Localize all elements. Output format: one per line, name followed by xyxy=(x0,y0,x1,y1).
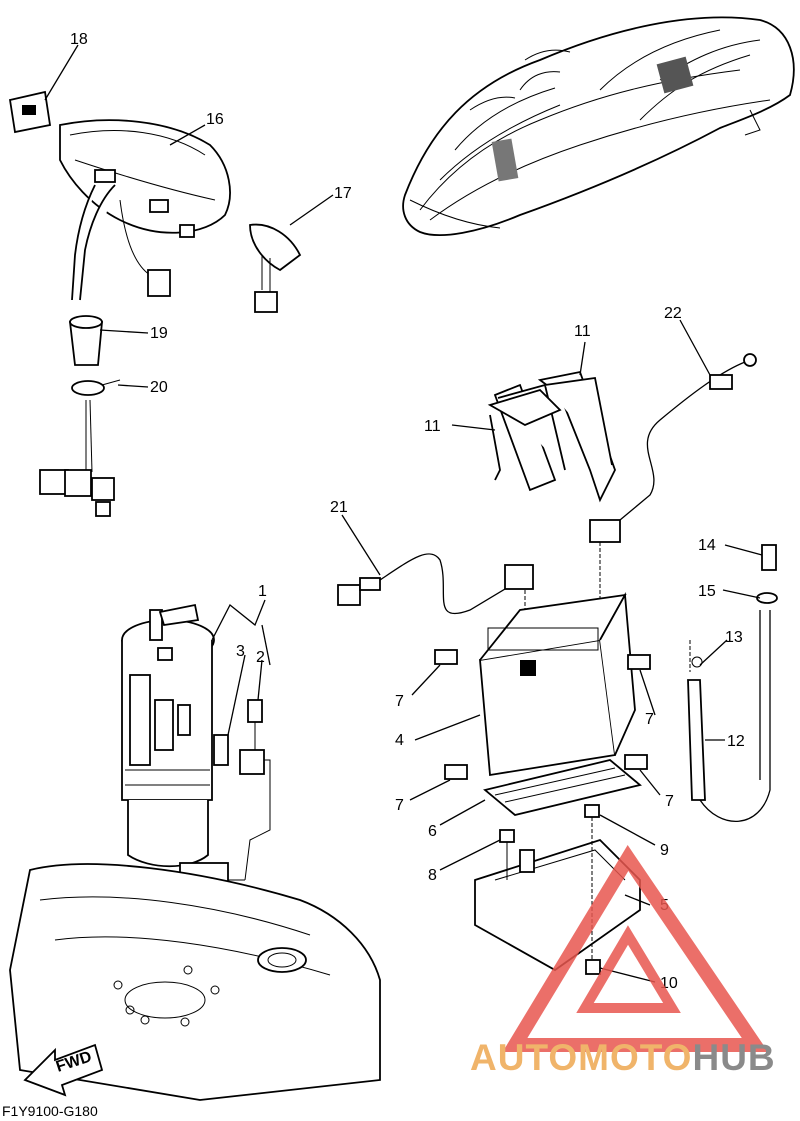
leader-lines xyxy=(44,44,763,983)
cable-21 xyxy=(337,553,534,650)
pads-7 xyxy=(434,649,651,780)
callout-7b: 7 xyxy=(645,711,654,728)
fuel-pump-assembly xyxy=(121,603,271,990)
battery-band-11 xyxy=(487,370,616,503)
part-18-switch xyxy=(8,90,52,134)
part-20-clamp xyxy=(71,379,121,396)
cable-22 xyxy=(589,353,757,610)
callout-11a: 11 xyxy=(424,418,441,435)
watermark-text: AUTOMOTOHUB xyxy=(470,1037,776,1078)
callout-9: 9 xyxy=(660,842,669,859)
callout-14: 14 xyxy=(698,537,716,554)
callout-11b: 11 xyxy=(574,323,591,340)
callout-7d: 7 xyxy=(665,793,674,810)
diagram-code: F1Y9100-G180 xyxy=(2,1103,98,1119)
harness-connectors xyxy=(39,399,115,517)
watermark-logo xyxy=(502,845,769,1052)
callout-18: 18 xyxy=(70,31,88,48)
mat-6 xyxy=(483,759,642,816)
watermark-triangle-icon xyxy=(502,845,769,1052)
part-19-grommet xyxy=(68,315,103,366)
callout-16: 16 xyxy=(206,111,224,128)
callout-1: 1 xyxy=(258,583,267,600)
watermark-text-hub: HUB xyxy=(692,1037,775,1078)
meter-assembly xyxy=(59,119,231,301)
callout-17: 17 xyxy=(334,185,352,202)
callout-12: 12 xyxy=(727,733,745,750)
callout-labels: 18 16 17 19 20 1 3 2 11 11 22 21 14 15 1… xyxy=(70,31,745,992)
callout-7c: 7 xyxy=(395,797,404,814)
callout-20: 20 xyxy=(150,379,168,396)
fuel-tank xyxy=(9,863,381,1101)
callout-3: 3 xyxy=(236,643,245,660)
callout-8: 8 xyxy=(428,867,437,884)
callout-2: 2 xyxy=(256,649,265,666)
callout-22: 22 xyxy=(664,305,682,322)
callout-4: 4 xyxy=(395,732,404,749)
callout-19: 19 xyxy=(150,325,168,342)
battery-4 xyxy=(479,591,636,777)
watercraft-illustration xyxy=(402,16,795,237)
part-17-switch xyxy=(249,223,302,313)
vent-hose-12 xyxy=(687,544,778,823)
watermark-text-automoto: AUTOMOTO xyxy=(470,1037,692,1078)
callout-21: 21 xyxy=(330,499,348,516)
callout-6: 6 xyxy=(428,823,437,840)
callout-7a: 7 xyxy=(395,693,404,710)
callout-15: 15 xyxy=(698,583,716,600)
bolts-8-9-10 xyxy=(499,804,601,975)
callout-13: 13 xyxy=(725,629,743,646)
